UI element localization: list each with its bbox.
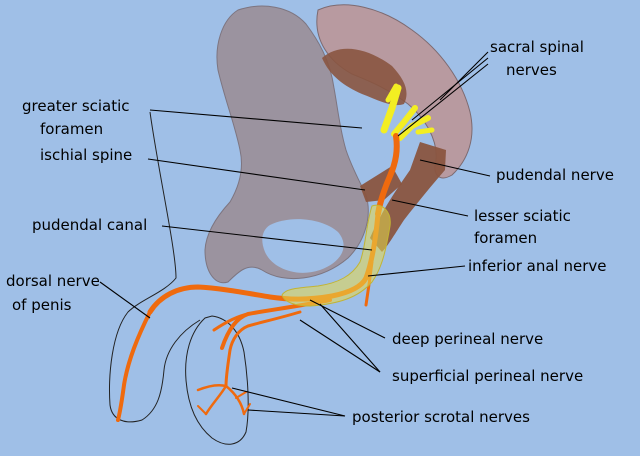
label-ischial-spine: ischial spine [40,146,132,164]
label-posterior-scrotal-nerves: posterior scrotal nerves [352,408,530,426]
label-deep-perineal-nerve: deep perineal nerve [392,330,543,348]
label-dorsal-nerve-of-penis: dorsal nerve of penis [6,272,105,314]
label-greater-sciatic-foramen: greater sciatic foramen [22,97,134,138]
label-pudendal-canal: pudendal canal [32,216,147,234]
scrotum-outline [186,316,249,444]
label-pudendal-nerve: pudendal nerve [496,166,614,184]
label-inferior-anal-nerve: inferior anal nerve [468,257,606,275]
label-lesser-sciatic-foramen: lesser sciatic foramen [474,207,576,247]
label-superficial-perineal-nerve: superficial perineal nerve [392,367,583,385]
label-sacral-spinal-nerves: sacral spinal nerves [490,38,589,79]
